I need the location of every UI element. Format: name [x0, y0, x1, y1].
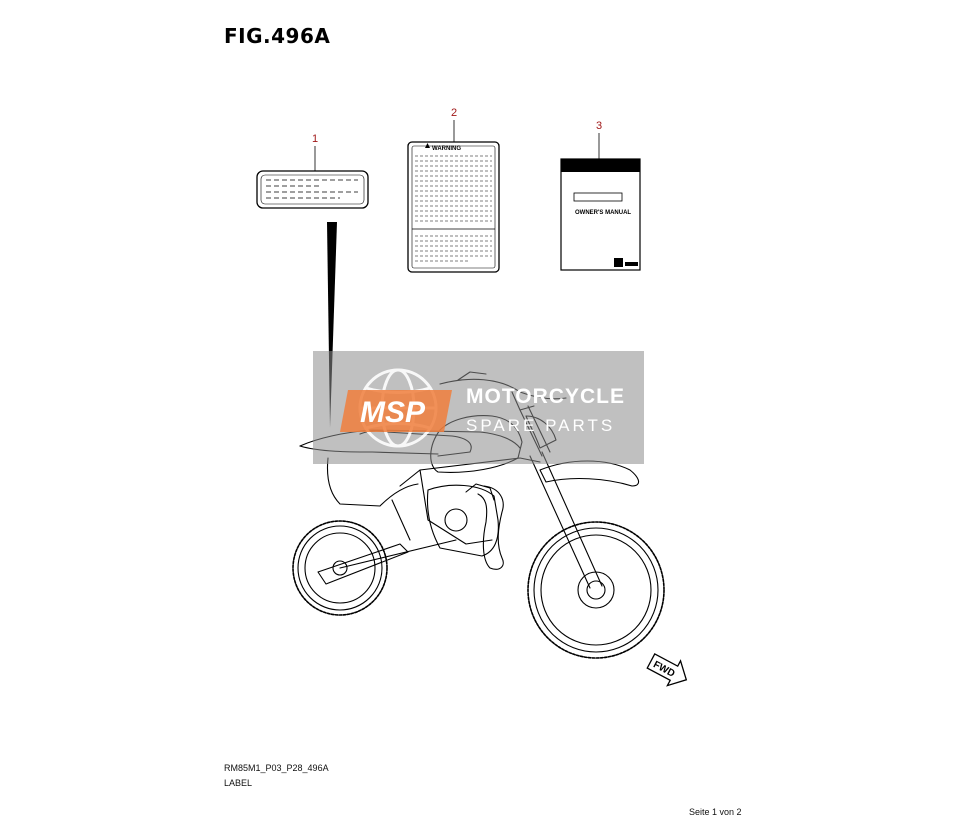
watermark-overlay: MSP MOTORCYCLE SPARE PARTS: [313, 351, 644, 464]
page-indicator: Seite 1 von 2: [689, 807, 742, 817]
warning-label-text: WARNING: [432, 146, 461, 152]
owners-manual-booklet: [560, 158, 641, 271]
fwd-arrow-icon: FWD: [646, 653, 688, 687]
callout-3: 3: [596, 120, 603, 132]
label-1-sticker: [256, 170, 369, 209]
callout-1: 1: [312, 133, 319, 145]
callout-2: 2: [451, 107, 458, 119]
label-2-warning: [407, 141, 500, 273]
owners-manual-text: OWNER'S MANUAL: [575, 210, 631, 216]
msp-badge-text: MSP: [360, 396, 426, 429]
watermark-line2: SPARE PARTS: [466, 416, 615, 435]
msp-badge-shape: [340, 390, 452, 432]
drawing-code: RM85M1_P03_P28_496A: [224, 763, 329, 773]
watermark-line1: MOTORCYCLE: [466, 385, 625, 408]
drawing-caption: LABEL: [224, 778, 253, 788]
figure-title: FIG.496A: [224, 24, 331, 48]
